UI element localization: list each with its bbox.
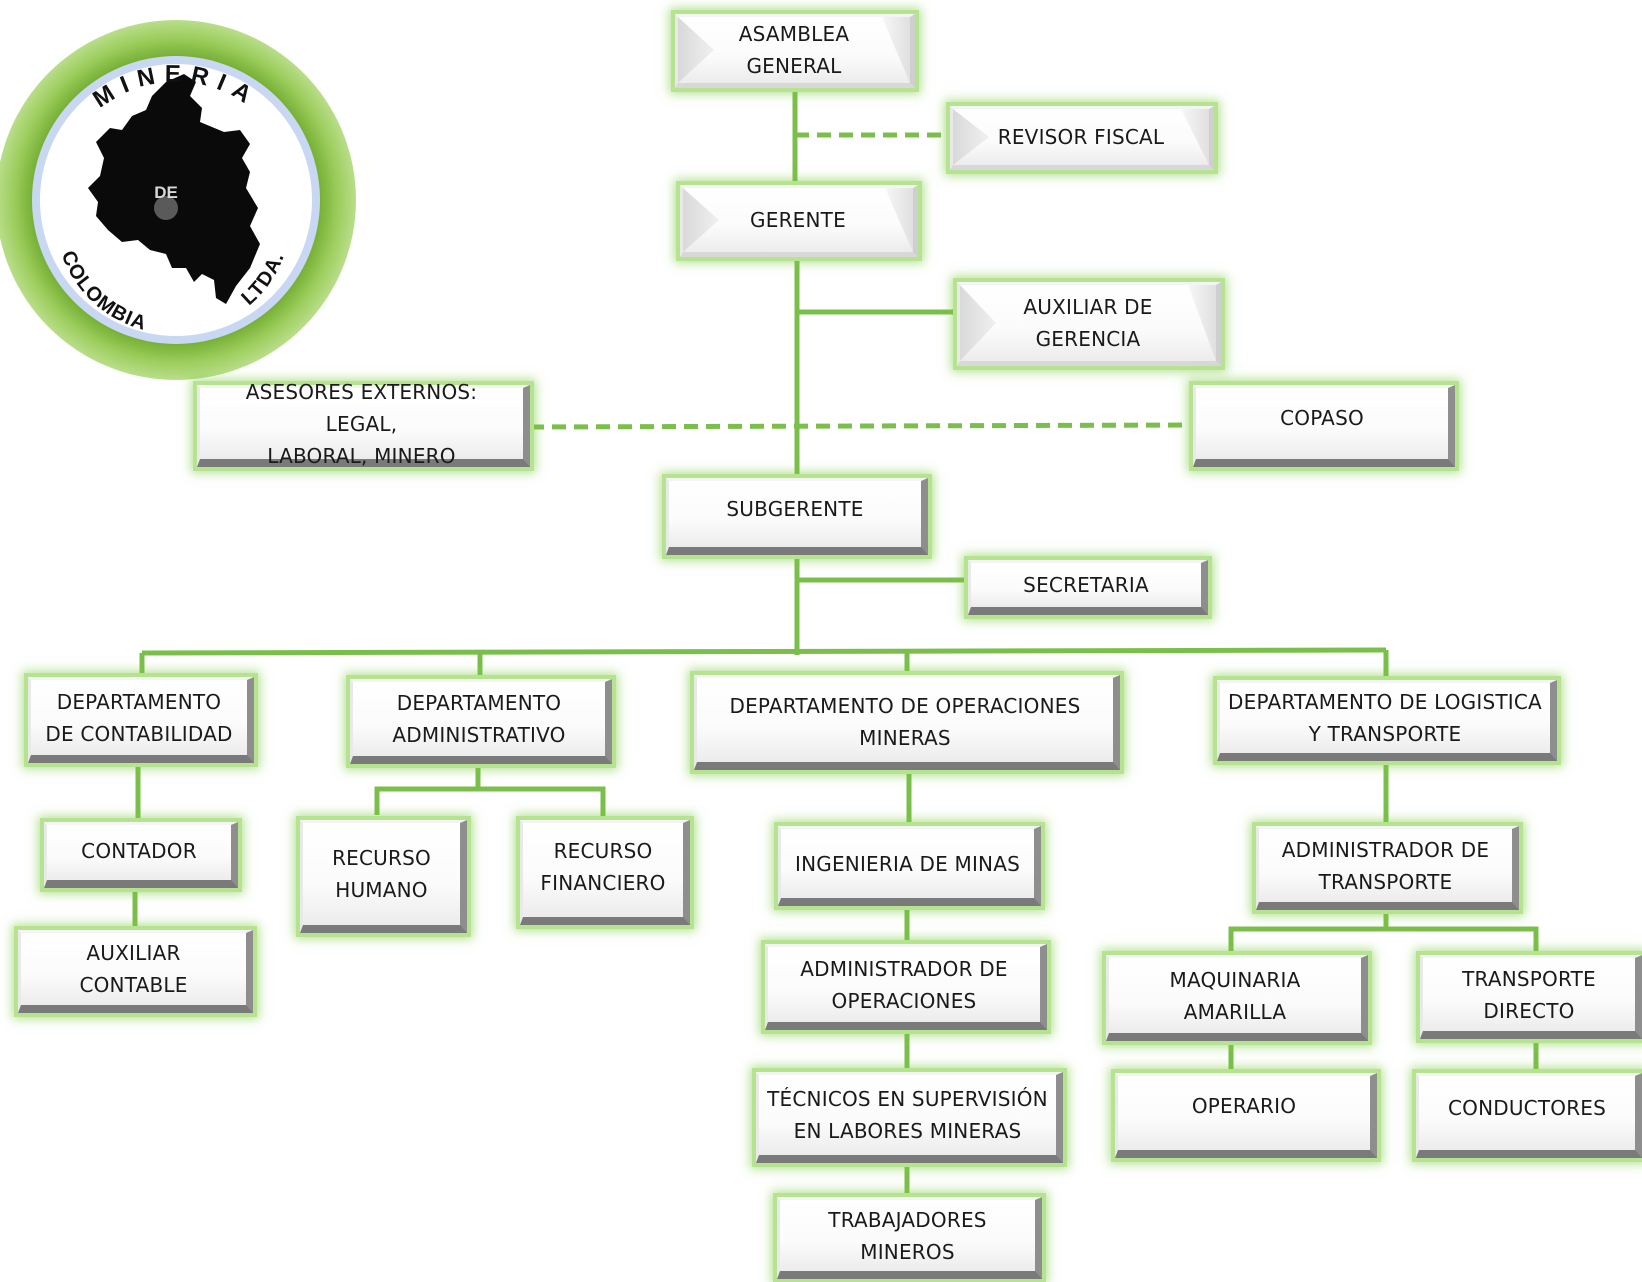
node-tecnicos: TÉCNICOS EN SUPERVISIÓN EN LABORES MINER… (756, 1072, 1063, 1163)
connector-departments-bus (141, 647, 1387, 656)
node-ingenieria-minas-label: INGENIERIA DE MINAS (794, 851, 1020, 876)
connector-asesores-copaso (529, 422, 1194, 430)
node-asamblea-general: ASAMBLEA GENERAL (675, 14, 915, 88)
node-auxiliar-contable: AUXILIAR CONTABLE (18, 930, 253, 1013)
node-trabajadores: TRABAJADORES MINEROS (777, 1197, 1042, 1279)
node-operario-label: OPERARIO (1191, 1094, 1297, 1118)
node-transporte-directo-label: TRANSPORTE DIRECTO (1462, 966, 1596, 1023)
logo-center-text: DE (154, 183, 178, 202)
node-dep-operaciones: DEPARTAMENTO DE OPERACIONES MINERAS (694, 675, 1120, 770)
node-tecnicos-label: TÉCNICOS EN SUPERVISIÓN EN LABORES MINER… (767, 1087, 1048, 1143)
node-contador-label: CONTADOR (81, 839, 197, 863)
node-secretaria-label: SECRETARIA (1023, 573, 1149, 597)
node-admin-operaciones: ADMINISTRADOR DE OPERACIONES (765, 944, 1047, 1030)
node-secretaria: SECRETARIA (968, 560, 1208, 615)
company-logo: DE MINERIA COLOMBIA LTDA. (0, 20, 356, 380)
node-copaso-label: COPASO (1280, 406, 1364, 430)
node-auxiliar-gerencia-label: AUXILIAR DE GERENCIA (1023, 295, 1153, 351)
colombia-map-icon (88, 74, 260, 304)
node-subgerente-label: SUBGERENTE (726, 497, 864, 521)
node-admin-transporte-label: ADMINISTRADOR DE TRANSPORTE (1281, 837, 1490, 894)
node-auxiliar-contable-label: AUXILIAR CONTABLE (79, 941, 188, 997)
node-dep-administrativo: DEPARTAMENTO ADMINISTRATIVO (350, 679, 612, 764)
node-admin-operaciones-label: ADMINISTRADOR DE OPERACIONES (800, 956, 1008, 1013)
node-conductores-label: CONDUCTORES (1447, 1096, 1607, 1120)
connector-transporte-children (1228, 926, 1539, 955)
node-recurso-humano-label: RECURSO HUMANO (332, 846, 431, 902)
node-revisor-fiscal-label: REVISOR FISCAL (997, 125, 1165, 149)
node-trabajadores-label: TRABAJADORES MINEROS (828, 1207, 987, 1264)
node-auxiliar-gerencia: AUXILIAR DE GERENCIA (957, 282, 1221, 366)
node-admin-transporte: ADMINISTRADOR DE TRANSPORTE (1256, 826, 1519, 910)
node-recurso-financiero-label: RECURSO FINANCIERO (540, 839, 666, 895)
node-asesores-externos-label: ASESORES EXTERNOS: LEGAL, LABORAL, MINER… (245, 379, 478, 468)
node-dep-logistica-label: DEPARTAMENTO DE LOGISTICA Y TRANSPORTE (1228, 690, 1542, 746)
node-dep-contabilidad-label: DEPARTAMENTO DE CONTABILIDAD (45, 689, 233, 746)
node-maquinaria-amarilla: MAQUINARIA AMARILLA (1106, 955, 1368, 1041)
node-recurso-humano: RECURSO HUMANO (300, 820, 467, 933)
node-dep-operaciones-label: DEPARTAMENTO DE OPERACIONES MINERAS (729, 694, 1081, 750)
node-copaso: COPASO (1193, 385, 1455, 467)
node-subgerente: SUBGERENTE (666, 478, 928, 555)
node-asesores-externos: ASESORES EXTERNOS: LEGAL, LABORAL, MINER… (197, 380, 530, 468)
node-ingenieria-minas: INGENIERIA DE MINAS (778, 826, 1041, 906)
node-revisor-fiscal: REVISOR FISCAL (950, 106, 1214, 170)
node-gerente: GERENTE (680, 185, 918, 257)
node-contador: CONTADOR (44, 822, 238, 888)
connector-administrativo-children (374, 786, 606, 820)
logo-center-dot (154, 196, 178, 220)
node-transporte-directo: TRANSPORTE DIRECTO (1420, 955, 1642, 1039)
node-maquinaria-amarilla-label: MAQUINARIA AMARILLA (1169, 967, 1301, 1024)
node-conductores: CONDUCTORES (1416, 1073, 1642, 1158)
node-recurso-financiero: RECURSO FINANCIERO (520, 820, 690, 925)
node-dep-contabilidad: DEPARTAMENTO DE CONTABILIDAD (28, 677, 254, 763)
node-gerente-label: GERENTE (750, 208, 846, 232)
node-asamblea-general-label: ASAMBLEA GENERAL (738, 22, 850, 78)
node-dep-logistica: DEPARTAMENTO DE LOGISTICA Y TRANSPORTE (1217, 680, 1557, 761)
node-dep-administrativo-label: DEPARTAMENTO ADMINISTRATIVO (392, 691, 566, 747)
node-operario: OPERARIO (1115, 1073, 1377, 1158)
